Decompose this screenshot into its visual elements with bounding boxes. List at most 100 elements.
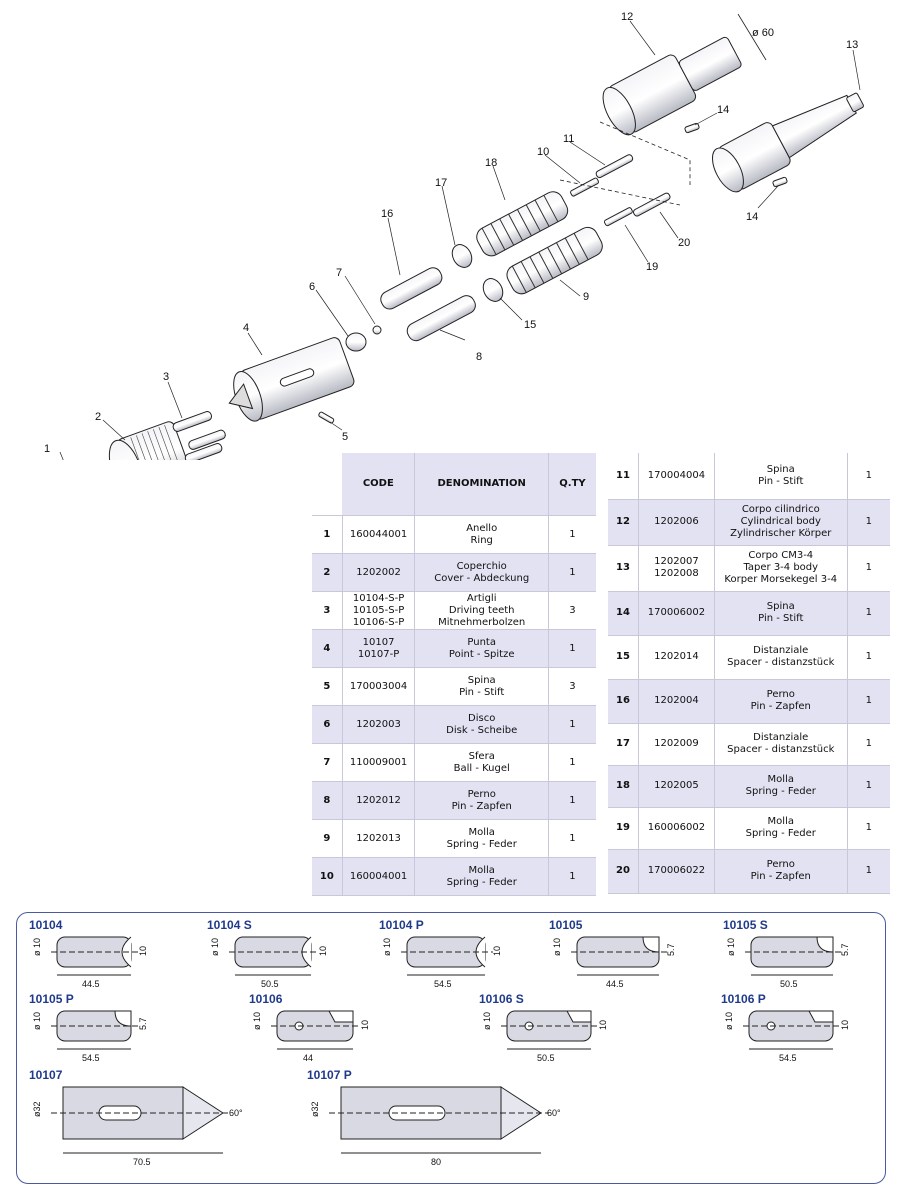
row-number: 7 [312, 743, 343, 782]
row-code: 1202012 [342, 781, 416, 820]
row-code: 1202003 [342, 705, 416, 744]
row-code: 1202002 [342, 553, 416, 592]
tip-height: 10 [138, 946, 148, 956]
callout-14b: 14 [746, 211, 758, 223]
tip-label: 10106 S [479, 992, 524, 1006]
row-denomination: Corpo CM3-4 Taper 3-4 body Korper Morsek… [714, 545, 848, 592]
tip-length: 50.5 [537, 1053, 555, 1063]
tip-label: 10106 P [721, 992, 766, 1006]
part-pin-20 [633, 192, 671, 217]
tip-height: 5.7 [666, 943, 676, 956]
row-denomination: Molla Spring - Feder [714, 765, 848, 808]
callout-19: 19 [646, 261, 658, 273]
row-qty: 1 [847, 723, 890, 766]
row-qty: 1 [548, 781, 596, 820]
tip-length: 44 [303, 1053, 313, 1063]
tip-diameter: ø 10 [210, 938, 220, 956]
tip-diameter: ø 10 [32, 1012, 42, 1030]
tip-step-edge [566, 1010, 592, 1023]
callout-15: 15 [524, 319, 536, 331]
row-qty: 3 [548, 667, 596, 706]
part-cover [108, 421, 191, 460]
row-denomination: Corpo cilindrico Cylindrical body Zylind… [714, 499, 848, 546]
header-code: CODE [342, 453, 416, 516]
part-taper-body [711, 92, 864, 193]
tip-diameter: ø 10 [252, 1012, 262, 1030]
tip-height: 10 [492, 946, 502, 956]
row-denomination: Molla Spring - Feder [714, 807, 848, 850]
part-pin-14b [772, 176, 788, 188]
callout-6: 6 [309, 281, 315, 293]
tip-label: 10104 S [207, 918, 252, 932]
tip-height: 10 [840, 1020, 850, 1030]
row-number: 10 [312, 857, 343, 896]
part-spring-9 [506, 226, 603, 295]
row-code: 10107 10107-P [342, 629, 416, 668]
row-number: 8 [312, 781, 343, 820]
row-number: 4 [312, 629, 343, 668]
row-denomination: Artigli Driving teeth Mitnehmerbolzen [414, 591, 549, 630]
row-code: 160044001 [342, 515, 416, 554]
callout-4: 4 [243, 322, 249, 334]
tip-body [234, 936, 312, 968]
row-code: 1202007 1202008 [638, 545, 715, 592]
tip-length: 80 [431, 1157, 441, 1167]
row-qty: 1 [847, 453, 890, 500]
tip-height: 10 [360, 1020, 370, 1030]
callout-5: 5 [342, 431, 348, 443]
row-denomination: Distanziale Spacer - distanzstück [714, 723, 848, 766]
tip-diameter: ø 10 [726, 938, 736, 956]
row-denomination: Perno Pin - Zapfen [714, 849, 848, 894]
row-denomination: Sfera Ball - Kugel [414, 743, 549, 782]
tip-label: 10105 P [29, 992, 74, 1006]
tip-diameter: ø32 [310, 1101, 320, 1117]
row-code: 170004004 [638, 453, 715, 500]
tip-length: 44.5 [82, 979, 100, 989]
row-denomination: Punta Point - Spitze [414, 629, 549, 668]
row-number: 12 [608, 499, 639, 546]
row-number: 9 [312, 819, 343, 858]
row-code: 160004001 [342, 857, 416, 896]
row-denomination: Molla Spring - Feder [414, 819, 549, 858]
row-denomination: Molla Spring - Feder [414, 857, 549, 896]
tip-diameter: ø32 [32, 1101, 42, 1117]
callout-3: 3 [163, 371, 169, 383]
header-denomination: DENOMINATION [414, 453, 549, 516]
callout-16: 16 [381, 208, 393, 220]
callout-10: 10 [537, 146, 549, 158]
row-qty: 1 [847, 679, 890, 724]
row-number: 16 [608, 679, 639, 724]
callout-9: 9 [583, 291, 589, 303]
callout-14a: 14 [717, 104, 729, 116]
row-number: 5 [312, 667, 343, 706]
tip-half-edge [642, 936, 660, 953]
tip-diameter: ø 10 [32, 938, 42, 956]
row-qty: 3 [548, 591, 596, 630]
row-qty: 1 [548, 743, 596, 782]
part-pin-14a [684, 122, 700, 134]
callout-17: 17 [435, 177, 447, 189]
row-code: 160006002 [638, 807, 715, 850]
part-pin-11 [595, 154, 634, 179]
row-qty: 1 [847, 545, 890, 592]
callout-11: 11 [563, 133, 574, 145]
tip-length: 54.5 [779, 1053, 797, 1063]
row-denomination: Spina Pin - Stift [714, 591, 848, 636]
row-code: 1202009 [638, 723, 715, 766]
tip-height: 5.7 [840, 943, 850, 956]
row-denomination: Coperchio Cover - Abdeckung [414, 553, 549, 592]
row-denomination: Anello Ring [414, 515, 549, 554]
row-number: 18 [608, 765, 639, 808]
row-qty: 1 [847, 849, 890, 894]
